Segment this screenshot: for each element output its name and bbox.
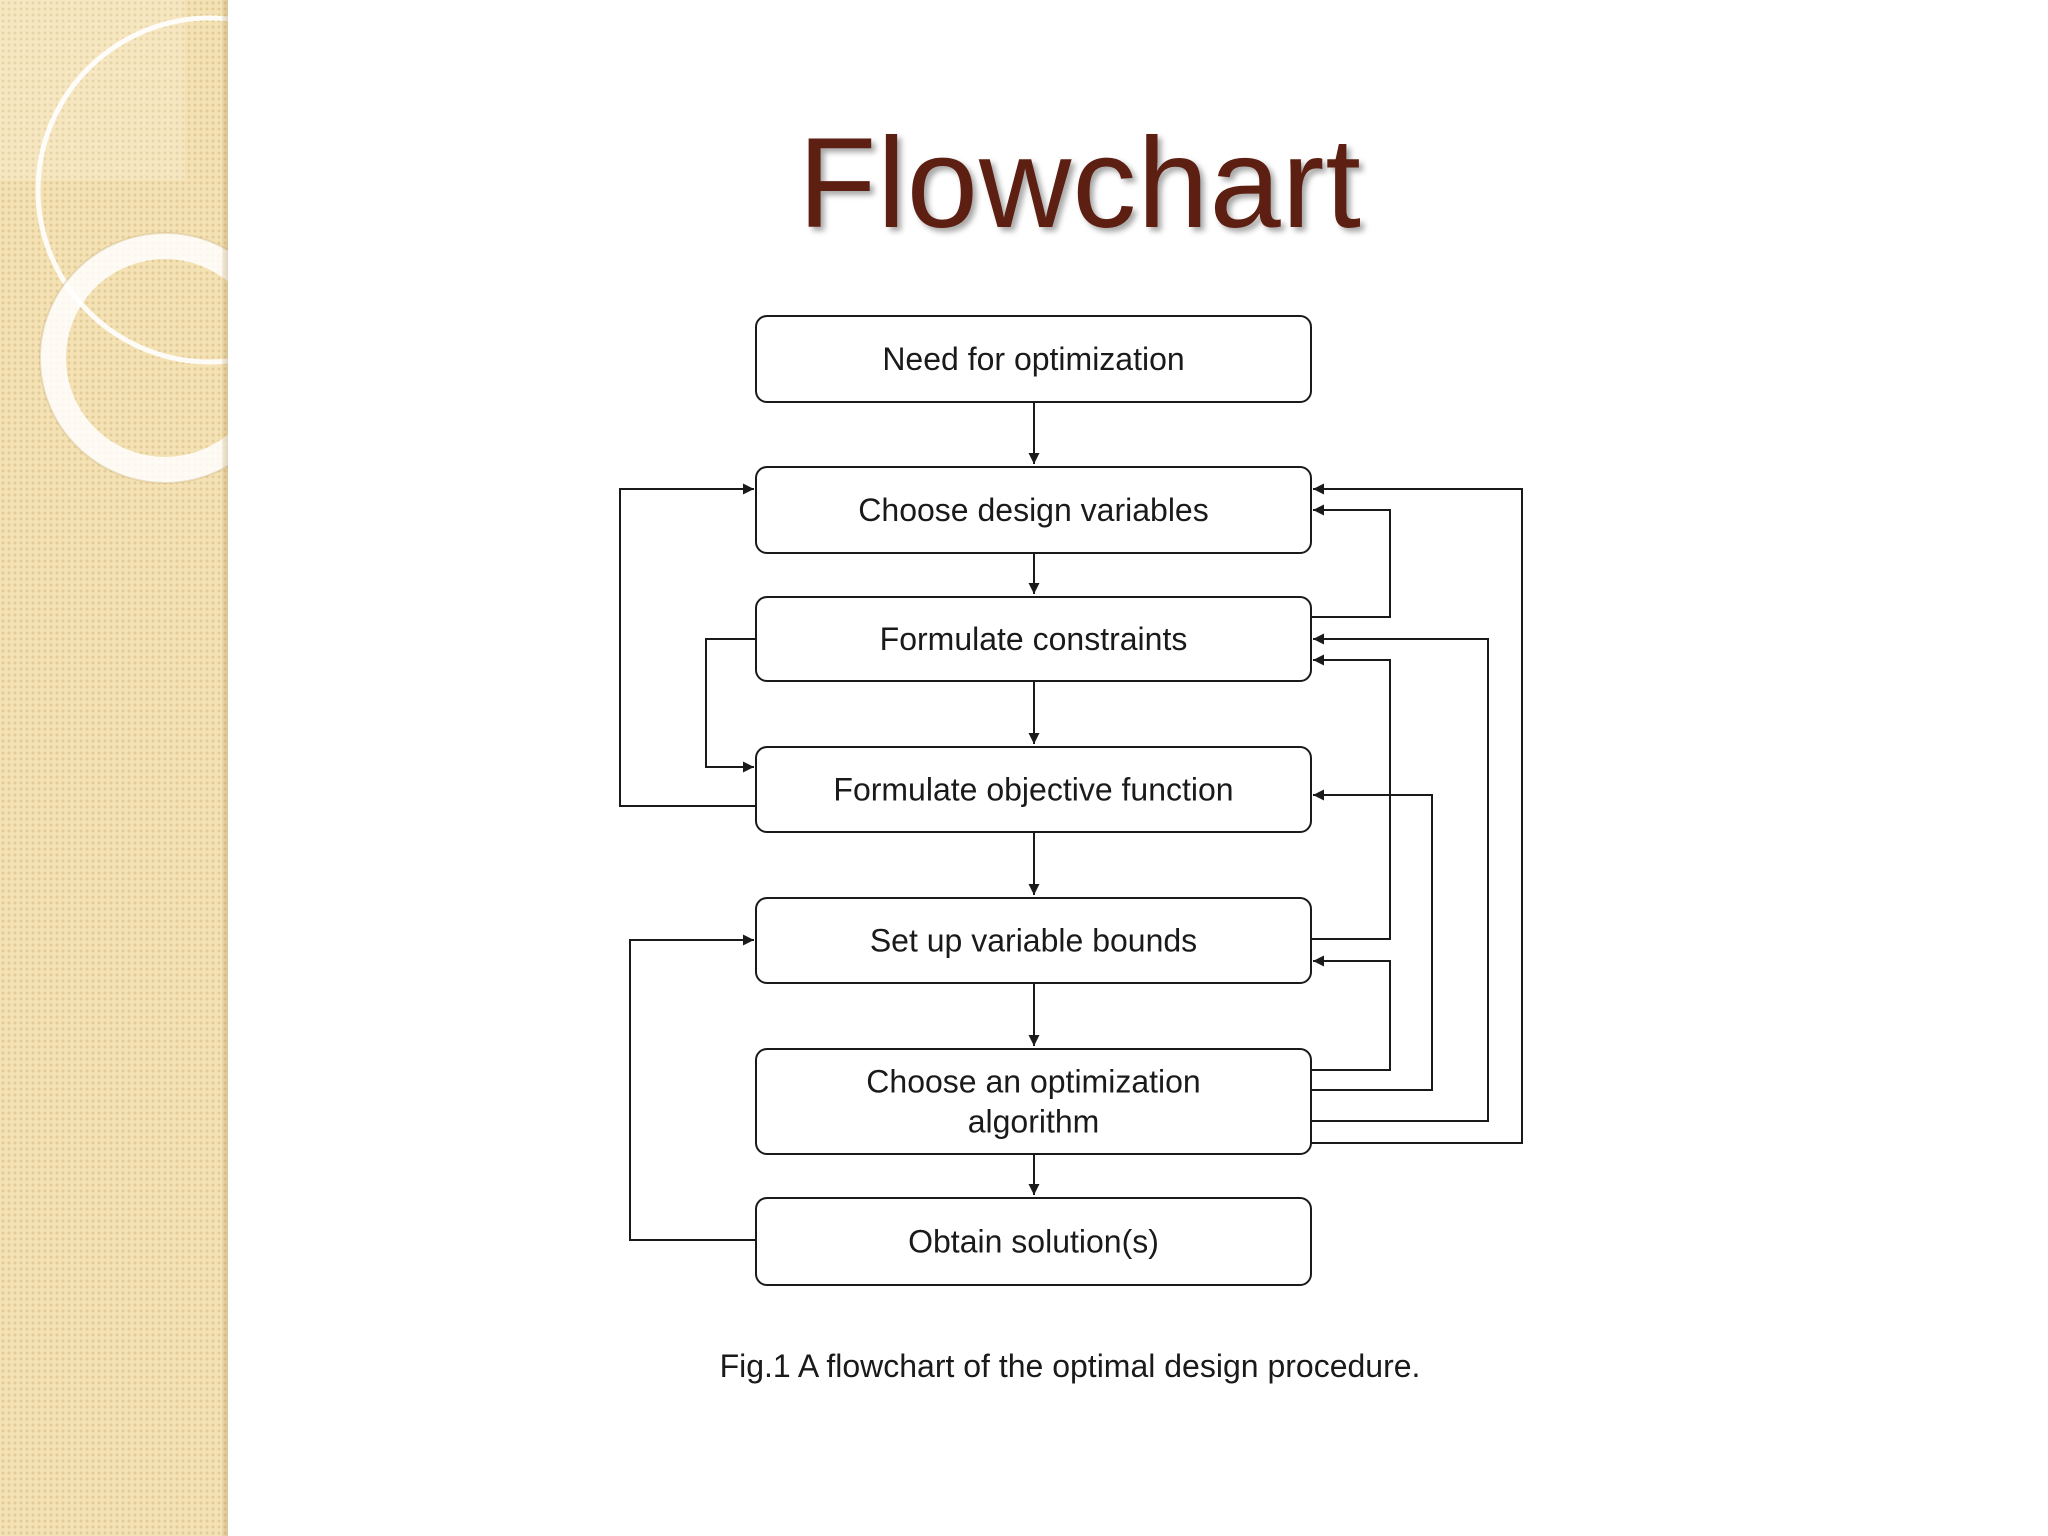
flowchart-step-box xyxy=(755,897,1312,984)
flowchart-step-box xyxy=(755,315,1312,403)
feedback-arrow-algorithm-to-bounds xyxy=(1311,955,1391,1071)
feedback-arrow-algorithm-to-variables xyxy=(1311,483,1523,1144)
flowchart-step-need: Need for optimization xyxy=(755,315,1312,403)
decorative-ring xyxy=(40,233,228,483)
flowchart-step-box xyxy=(755,1197,1312,1286)
flowchart-step-algorithm: Choose an optimization algorithm xyxy=(755,1048,1312,1155)
flowchart-step-label: Obtain solution(s) xyxy=(908,1224,1159,1260)
flowchart-step-label: Choose an optimization xyxy=(866,1064,1200,1100)
figure-caption: Fig.1 A flowchart of the optimal design … xyxy=(719,1348,1421,1384)
decorative-sidebar xyxy=(0,0,228,1536)
feedback-arrow-constraints-objective xyxy=(705,638,756,773)
decorative-ring xyxy=(39,232,228,484)
feedback-arrow-objective-to-variables xyxy=(619,483,756,807)
flowchart-step-box xyxy=(755,466,1312,554)
flowchart-step-label: Choose design variables xyxy=(858,492,1208,528)
flowchart-step-design-variables: Choose design variables xyxy=(755,466,1312,554)
feedback-arrow-solution-to-bounds xyxy=(629,934,756,1241)
flowchart-step-label: Formulate constraints xyxy=(880,621,1188,657)
feedback-arrow-constraints-to-variables xyxy=(1311,504,1391,618)
flowchart-step-box xyxy=(755,746,1312,833)
feedback-arrow-bounds-to-constraints xyxy=(1311,654,1391,940)
feedback-arrow-algorithm-to-constraints xyxy=(1311,633,1489,1122)
flowchart-step-box xyxy=(755,1048,1312,1155)
flowchart-step-label: Set up variable bounds xyxy=(870,923,1197,959)
flowchart-step-label: algorithm xyxy=(968,1104,1100,1140)
flowchart-step-constraints: Formulate constraints xyxy=(755,596,1312,682)
flowchart-step-box xyxy=(755,596,1312,682)
flowchart-step-objective: Formulate objective function xyxy=(755,746,1312,833)
slide-title: Flowchart xyxy=(798,112,1362,255)
feedback-arrow-algorithm-to-objective xyxy=(1311,789,1433,1091)
flowchart-step-label: Need for optimization xyxy=(882,341,1184,377)
decorative-ring xyxy=(35,15,228,365)
flowchart-step-bounds: Set up variable bounds xyxy=(755,897,1312,984)
flowchart-step-label: Formulate objective function xyxy=(833,772,1233,808)
flowchart-step-solution: Obtain solution(s) xyxy=(755,1197,1312,1286)
